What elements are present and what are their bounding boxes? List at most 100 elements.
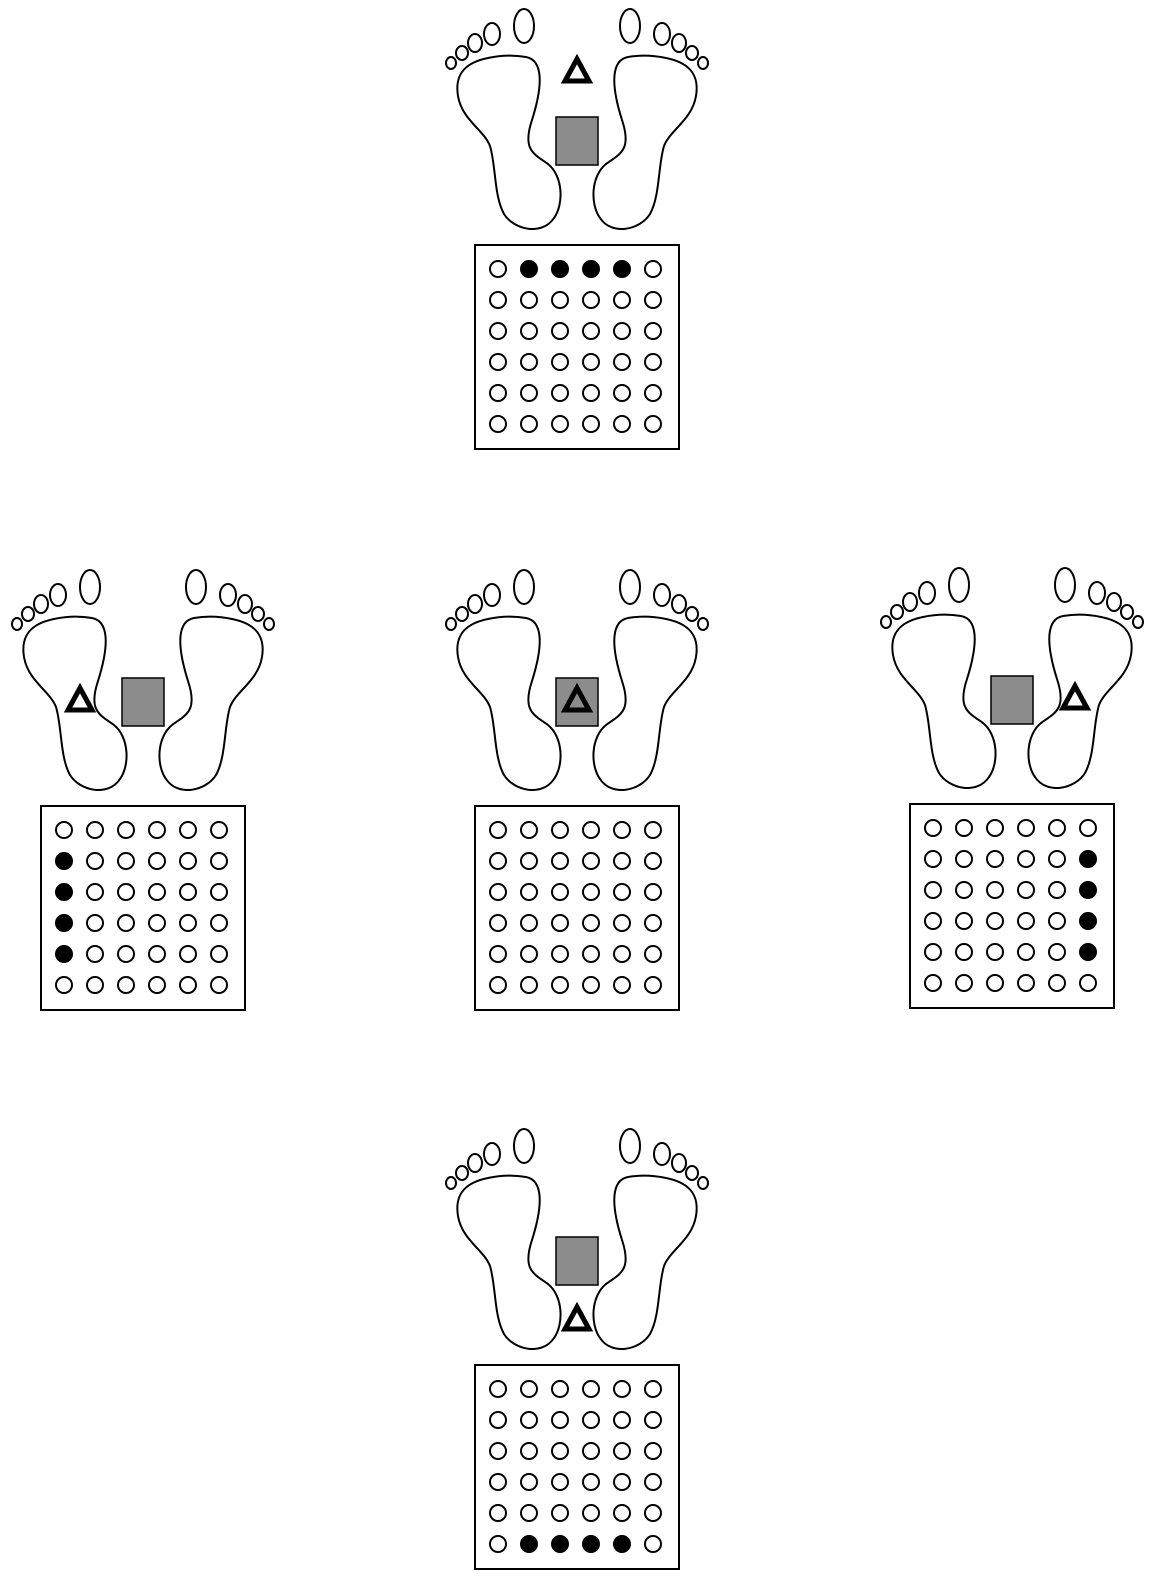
- left-toe: [891, 605, 903, 619]
- dot-inactive: [490, 1443, 506, 1459]
- dot-inactive: [583, 292, 599, 308]
- left-sole: [457, 56, 560, 229]
- panel-right: [873, 563, 1163, 1015]
- dot-inactive: [490, 1412, 506, 1428]
- right-toe: [186, 570, 206, 604]
- right-foot-icon: [1028, 568, 1143, 788]
- dot-inactive: [118, 884, 134, 900]
- left-toe: [484, 23, 500, 45]
- right-toe: [1133, 616, 1143, 628]
- dot-inactive: [521, 354, 537, 370]
- left-toe: [446, 618, 456, 630]
- dot-inactive: [149, 915, 165, 931]
- dot-active: [614, 261, 630, 277]
- dot-grid-svg: [476, 807, 678, 1009]
- dot-grid: [40, 805, 246, 1011]
- left-sole: [457, 1176, 560, 1349]
- dot-inactive: [87, 822, 103, 838]
- dot-inactive: [490, 1474, 506, 1490]
- left-foot-icon: [12, 570, 127, 790]
- right-toe: [264, 618, 274, 630]
- right-toe: [1121, 605, 1133, 619]
- dot-inactive: [583, 354, 599, 370]
- dot-inactive: [180, 853, 196, 869]
- right-toe: [698, 618, 708, 630]
- dot-inactive: [149, 977, 165, 993]
- right-toe: [672, 595, 686, 613]
- dot-inactive: [180, 822, 196, 838]
- left-toe: [446, 57, 456, 69]
- dot-inactive: [490, 1505, 506, 1521]
- dot-inactive: [552, 1412, 568, 1428]
- dot-inactive: [956, 913, 972, 929]
- dot-inactive: [521, 323, 537, 339]
- dot-inactive: [490, 354, 506, 370]
- dot-inactive: [552, 1505, 568, 1521]
- left-toe: [514, 570, 534, 604]
- dot-inactive: [987, 882, 1003, 898]
- dot-inactive: [645, 1474, 661, 1490]
- dot-inactive: [490, 385, 506, 401]
- dot-inactive: [645, 1505, 661, 1521]
- dot-inactive: [987, 851, 1003, 867]
- dot-inactive: [645, 946, 661, 962]
- dot-inactive: [645, 884, 661, 900]
- right-toe: [672, 1154, 686, 1172]
- left-toe: [12, 618, 22, 630]
- dot-inactive: [614, 853, 630, 869]
- left-toe: [50, 584, 66, 606]
- right-toe: [620, 1129, 640, 1163]
- triangle-marker: [565, 59, 589, 81]
- dot-inactive: [490, 977, 506, 993]
- dot-inactive: [956, 851, 972, 867]
- panel-left: [4, 565, 294, 1017]
- dot-inactive: [149, 822, 165, 838]
- right-toe: [686, 607, 698, 621]
- dot-inactive: [614, 1412, 630, 1428]
- dot-inactive: [149, 853, 165, 869]
- dot-inactive: [87, 915, 103, 931]
- dot-inactive: [211, 915, 227, 931]
- dot-inactive: [614, 1505, 630, 1521]
- triangle-marker: [565, 1307, 589, 1329]
- dot-inactive: [149, 884, 165, 900]
- right-sole: [593, 617, 696, 790]
- dot-inactive: [56, 977, 72, 993]
- right-toe: [698, 57, 708, 69]
- dot-grid-svg: [911, 805, 1113, 1007]
- right-toe: [620, 570, 640, 604]
- right-foot-icon: [593, 570, 708, 790]
- dot-inactive: [490, 261, 506, 277]
- left-sole: [892, 615, 995, 788]
- dot-inactive: [614, 1474, 630, 1490]
- dot-inactive: [552, 915, 568, 931]
- left-toe: [468, 1154, 482, 1172]
- dot-inactive: [118, 822, 134, 838]
- dot-active: [1080, 882, 1096, 898]
- left-toe: [80, 570, 100, 604]
- right-sole: [1028, 615, 1131, 788]
- dot-inactive: [490, 1536, 506, 1552]
- right-sole: [593, 1176, 696, 1349]
- dot-inactive: [552, 385, 568, 401]
- dot-inactive: [211, 884, 227, 900]
- dot-inactive: [490, 323, 506, 339]
- dot-inactive: [1049, 882, 1065, 898]
- dot-inactive: [614, 354, 630, 370]
- dot-inactive: [987, 944, 1003, 960]
- dot-inactive: [645, 822, 661, 838]
- dot-inactive: [211, 853, 227, 869]
- dot-inactive: [211, 946, 227, 962]
- left-toe: [484, 1143, 500, 1165]
- dot-inactive: [614, 1443, 630, 1459]
- left-toe: [514, 1129, 534, 1163]
- right-toe: [620, 9, 640, 43]
- dot-inactive: [645, 261, 661, 277]
- dot-active: [56, 853, 72, 869]
- dot-inactive: [552, 354, 568, 370]
- dot-inactive: [490, 946, 506, 962]
- dot-inactive: [552, 884, 568, 900]
- dot-inactive: [1049, 851, 1065, 867]
- dot-active: [614, 1536, 630, 1552]
- right-foot-icon: [159, 570, 274, 790]
